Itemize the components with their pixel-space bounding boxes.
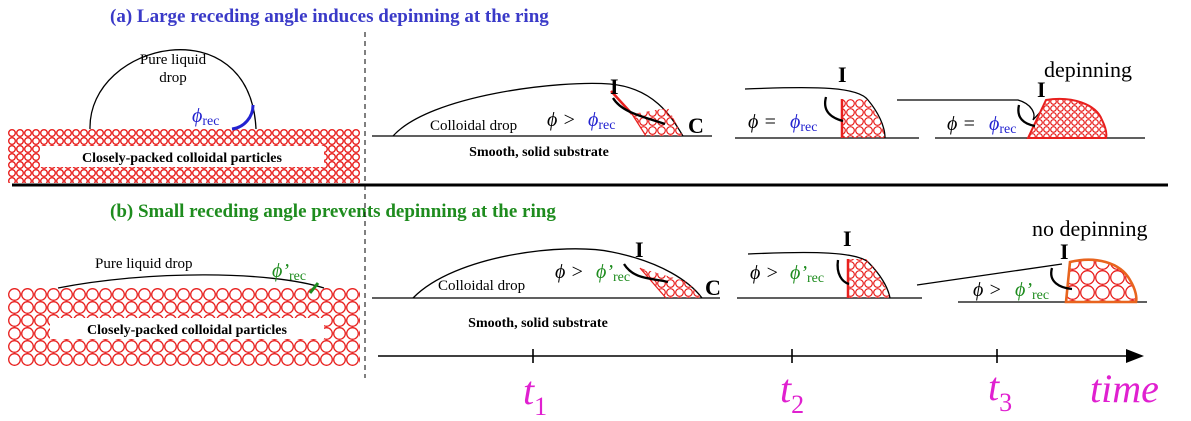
time-arrow-icon <box>1126 349 1144 363</box>
substrate-label-a: Smooth, solid substrate <box>469 145 609 160</box>
no-depinning-label: no depinning <box>1032 216 1148 241</box>
point-I-a-t1: I <box>610 74 619 99</box>
point-I-b-t1: I <box>635 237 644 262</box>
substrate-label-b: Smooth, solid substrate <box>468 316 608 331</box>
t3-label: t3 <box>988 364 1012 417</box>
particle-ring-b-t2 <box>848 259 890 298</box>
phi-rec-b-t3: ϕ’rec <box>1015 279 1049 303</box>
panel-a-header: (a) Large receding angle induces depinni… <box>110 6 549 27</box>
angle-arc-b <box>308 282 320 294</box>
packed-label-b: Closely-packed colloidal particles <box>87 323 287 338</box>
angle-label-a: ϕrec <box>192 105 219 129</box>
t1-label: t1 <box>523 368 547 421</box>
colloidal-drop-label-a: Colloidal drop <box>430 118 517 134</box>
colloidal-drop-label-b: Colloidal drop <box>438 278 525 294</box>
depinning-label: depinning <box>1044 57 1132 82</box>
packed-label-bg-b <box>50 318 324 339</box>
relation-b-t3: ϕ > <box>973 279 1002 301</box>
relation-b-t2: ϕ > <box>750 262 779 284</box>
pure-liquid-drop-b <box>57 274 325 289</box>
phi-rec-a-t2: ϕrec <box>790 111 817 135</box>
panel-b-header: (b) Small receding angle prevents depinn… <box>110 201 556 222</box>
receding-arc-a-t3 <box>1017 104 1036 128</box>
particle-ring-b-t1 <box>640 268 702 298</box>
point-I-b-t3: I <box>1060 239 1069 264</box>
packed-label-a: Closely-packed colloidal particles <box>82 151 282 166</box>
receding-arc-a-t2 <box>823 96 844 123</box>
colloidal-drop-a-t3 <box>897 99 1043 121</box>
relation-b-t1: ϕ > <box>555 261 584 283</box>
relation-a-t3: ϕ = <box>947 113 976 135</box>
phi-rec-a-t3: ϕrec <box>989 113 1016 137</box>
colloidal-drop-b-t3 <box>916 263 1063 286</box>
point-C-a-t1: C <box>688 113 704 138</box>
particle-ring-a-t3 <box>1026 98 1108 139</box>
angle-arc-a <box>231 104 255 131</box>
packed-label-bg-a <box>40 146 324 167</box>
point-I-b-t2: I <box>843 226 852 251</box>
angle-label-b: ϕ’rec <box>272 260 306 284</box>
time-label: time <box>1090 366 1159 411</box>
receding-arc-b-t3 <box>1050 267 1073 291</box>
particle-ring-b-t3 <box>1064 258 1138 304</box>
pure-liquid-label-b: Pure liquid drop <box>95 256 193 272</box>
receding-arc-b-t2 <box>836 259 850 286</box>
receding-arc-b-t1 <box>623 263 669 284</box>
point-C-b-t1: C <box>705 275 721 300</box>
t2-label: t2 <box>780 366 804 419</box>
point-I-a-t3: I <box>1037 77 1046 102</box>
point-I-a-t2: I <box>838 62 847 87</box>
phi-rec-a-t1: ϕrec <box>588 109 615 133</box>
phi-rec-b-t1: ϕ’rec <box>596 261 630 285</box>
colloidal-drop-b-t1 <box>412 248 703 299</box>
phi-rec-b-t2: ϕ’rec <box>790 262 824 286</box>
relation-a-t1: ϕ > <box>547 109 576 131</box>
receding-arc-a-t1 <box>612 97 666 126</box>
pure-liquid-label-a1: Pure liquid <box>140 52 207 68</box>
relation-a-t2: ϕ = <box>748 111 777 133</box>
particle-ring-a-t2 <box>842 99 885 138</box>
pure-liquid-drop-a <box>89 49 257 130</box>
colloidal-drop-a-t2 <box>744 86 886 139</box>
pure-liquid-label-a2: drop <box>159 70 187 86</box>
